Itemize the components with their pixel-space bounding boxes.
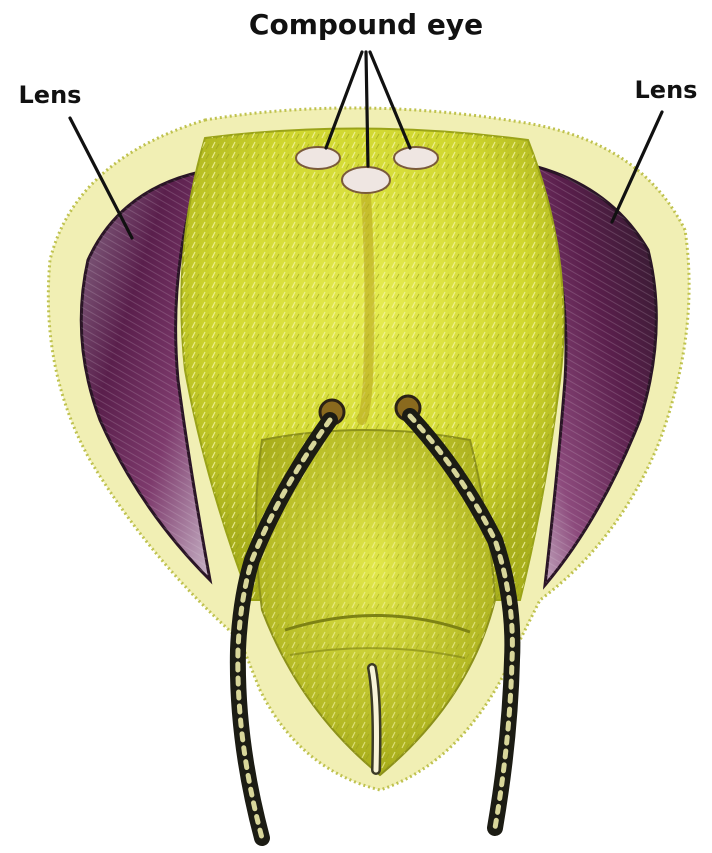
ocellus-left <box>296 147 340 169</box>
label-lens-left: Lens <box>19 81 82 109</box>
ocellus-center <box>342 167 390 193</box>
ocellus-right <box>394 147 438 169</box>
leader-compound-eye-center <box>366 52 368 166</box>
label-lens-right: Lens <box>635 76 698 104</box>
label-compound-eye: Compound eye <box>249 8 483 41</box>
proboscis <box>372 668 377 770</box>
